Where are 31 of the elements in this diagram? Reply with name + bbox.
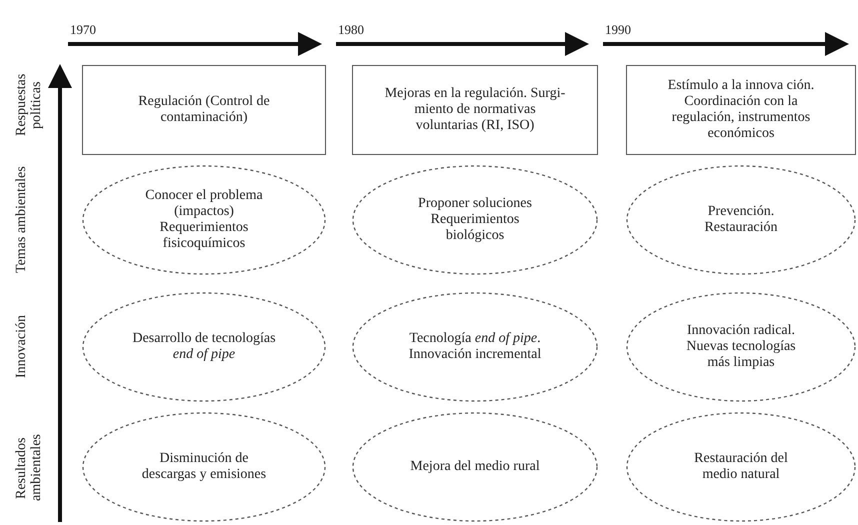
row-label: Respuestas políticas xyxy=(14,72,45,138)
node-text: Proponer soluciones Requerimientos biológicos xyxy=(417,196,533,244)
policy-box xyxy=(352,65,598,155)
dashed-ellipse xyxy=(82,292,326,402)
dashed-ellipse xyxy=(82,412,326,522)
node-text: Desarrollo de tecnologías end of pipe xyxy=(131,331,277,363)
node-text: Prevención. Restauración xyxy=(703,204,779,236)
year-label: 1980 xyxy=(338,22,364,38)
node-text: Estímulo a la innova ción. Coordinación con la regulación, instrumentos económicos xyxy=(666,78,816,142)
node-text: Innovación radical. Nuevas tecnologías más limpias xyxy=(685,323,797,371)
dashed-ellipse xyxy=(352,292,598,402)
node-text: Mejora del medio rural xyxy=(409,459,541,475)
node-text: Regulación (Control de contaminación) xyxy=(137,94,271,126)
dashed-ellipse xyxy=(352,165,598,275)
row-label: Temas ambientales xyxy=(14,166,30,275)
policy-box xyxy=(82,65,326,155)
node-text: Mejoras en la regulación. Surgi- miento de normativas voluntarias (RI, ISO) xyxy=(384,86,566,134)
policy-box xyxy=(626,65,856,155)
row-label: Innovación xyxy=(14,314,30,380)
node-text: Conocer el problema (impactos) Requerimientos fisicoquímicos xyxy=(144,188,264,252)
dashed-ellipse xyxy=(82,165,326,275)
dashed-ellipse xyxy=(352,412,598,522)
node-text: Disminución de descargas y emisiones xyxy=(140,451,268,483)
node-text: Tecnología end of pipe. Innovación incremental xyxy=(408,331,542,363)
dashed-ellipse xyxy=(626,412,856,522)
year-label: 1990 xyxy=(605,22,631,38)
row-label: Resultados ambientales xyxy=(14,434,45,504)
dashed-ellipse xyxy=(626,165,856,275)
node-text: Restauración del medio natural xyxy=(693,451,789,483)
dashed-ellipse xyxy=(626,292,856,402)
year-label: 1970 xyxy=(70,22,96,38)
